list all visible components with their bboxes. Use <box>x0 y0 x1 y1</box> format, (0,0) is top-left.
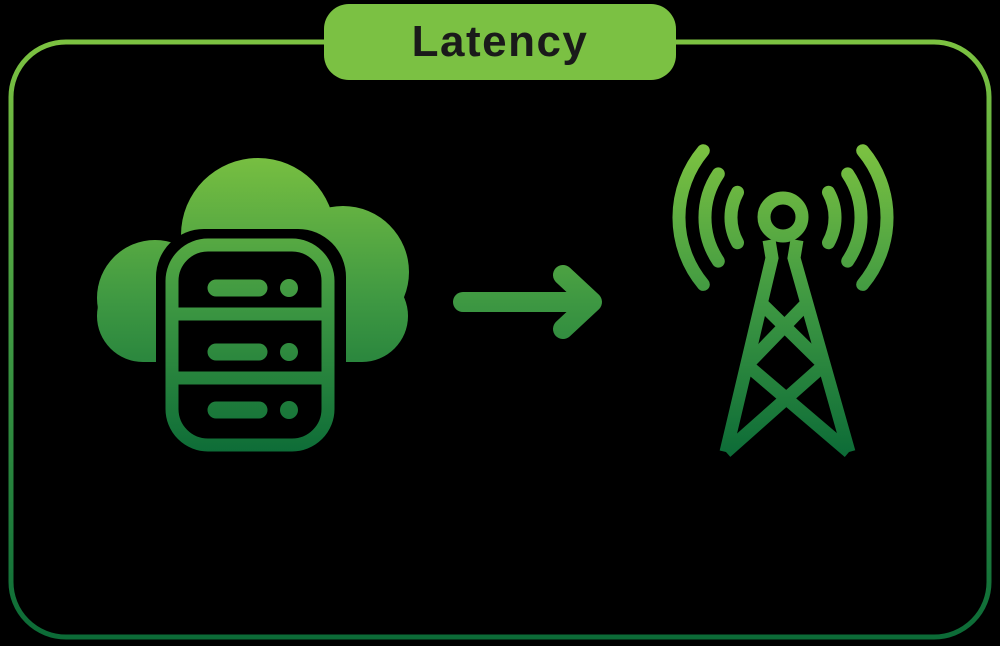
latency-badge: Latency <box>324 4 676 80</box>
server-led-dot <box>280 401 298 419</box>
tower-antenna-head <box>757 191 809 243</box>
arrow-right-icon <box>453 265 602 339</box>
signal-waves <box>672 144 894 291</box>
server-led-dot <box>280 343 298 361</box>
badge-label: Latency <box>411 17 589 66</box>
cloud-server-icon <box>97 158 409 463</box>
server-led-dot <box>280 279 298 297</box>
server-icon <box>165 238 335 452</box>
tower-lattice <box>719 238 856 457</box>
cell-tower-icon <box>672 144 894 457</box>
